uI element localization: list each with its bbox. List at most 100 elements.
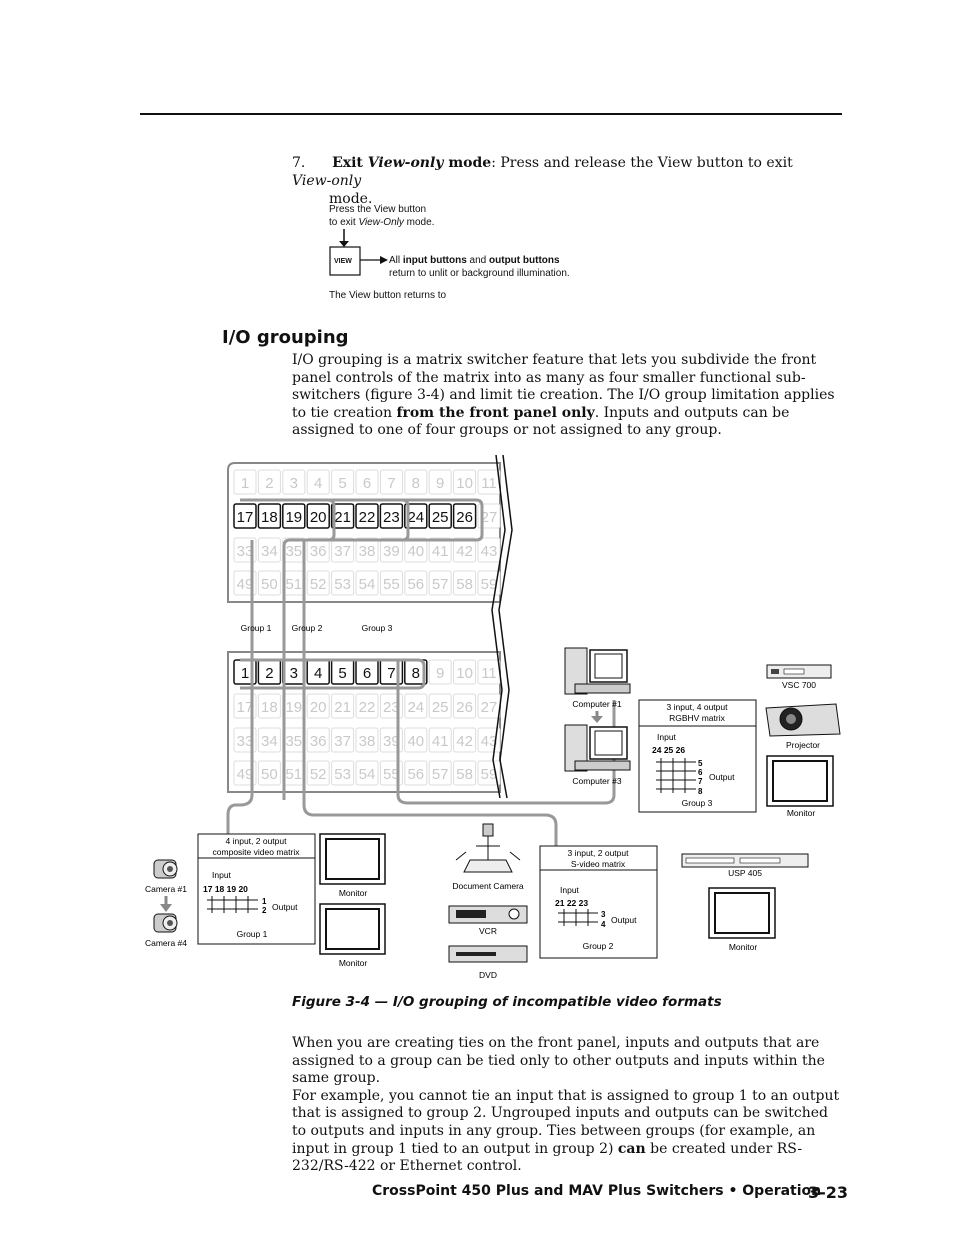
input-button-label: 17 <box>237 509 254 526</box>
input-button-18[interactable] <box>257 503 282 529</box>
output-button-label: 37 <box>334 733 351 750</box>
input-button-25[interactable] <box>428 503 452 529</box>
input-button-label: 18 <box>261 509 278 526</box>
output-button-37[interactable] <box>331 727 355 753</box>
output-button-22[interactable] <box>355 693 379 719</box>
output-button-56[interactable] <box>404 760 428 786</box>
input-button-label: 1 <box>241 475 249 492</box>
input-button-59[interactable] <box>477 570 501 596</box>
input-button-24[interactable] <box>404 503 428 529</box>
input-button-50[interactable] <box>257 570 281 596</box>
input-button-3[interactable] <box>282 469 306 495</box>
input-button-41[interactable] <box>428 537 452 563</box>
matrix-c-group: Group 3 <box>682 798 713 808</box>
output-button-38[interactable] <box>355 727 379 753</box>
matrix-a-input-label: Input <box>212 870 232 880</box>
step-number: 7 <box>292 155 301 171</box>
output-button-label: 55 <box>383 766 400 783</box>
all-c: and <box>466 255 490 266</box>
input-button-40[interactable] <box>404 537 428 563</box>
step-text-b: mode. <box>329 191 373 207</box>
p2-s2-c: be created under RS-232/RS-422 or Ethern… <box>292 1140 803 1175</box>
output-button-label: 35 <box>285 733 302 750</box>
output-button-label: 2 <box>265 665 273 682</box>
output-button-40[interactable] <box>404 727 428 753</box>
usp-405-icon <box>681 853 809 868</box>
output-button-58[interactable] <box>453 760 477 786</box>
input-button-20[interactable] <box>306 503 330 529</box>
input-button-54[interactable] <box>355 570 379 596</box>
matrix-c-out-2: 6 <box>698 768 703 777</box>
output-button-54[interactable] <box>355 760 379 786</box>
output-button-18[interactable] <box>257 693 281 719</box>
input-button-26[interactable] <box>452 503 477 529</box>
input-button-21[interactable] <box>330 503 355 529</box>
output-button-25[interactable] <box>428 693 452 719</box>
input-button-17[interactable] <box>233 503 257 529</box>
input-button-label: 19 <box>285 509 302 526</box>
usp-405-label: USP 405 <box>728 868 762 878</box>
output-button-24[interactable] <box>404 693 428 719</box>
input-button-38[interactable] <box>355 537 379 563</box>
input-button-10[interactable] <box>453 469 477 495</box>
input-button-42[interactable] <box>453 537 477 563</box>
output-button-20[interactable] <box>306 693 330 719</box>
output-button-36[interactable] <box>306 727 330 753</box>
input-button-23[interactable] <box>379 503 404 529</box>
tie-paragraph: When you are creating ties on the front … <box>292 1035 844 1176</box>
input-button-5[interactable] <box>331 469 355 495</box>
output-button-41[interactable] <box>428 727 452 753</box>
matrix-c-input-nums: 24 25 26 <box>652 745 685 755</box>
input-button-39[interactable] <box>379 537 403 563</box>
output-button-label: 57 <box>432 766 449 783</box>
p1-b: from the front panel only <box>396 404 595 421</box>
input-button-53[interactable] <box>331 570 355 596</box>
output-button-53[interactable] <box>331 760 355 786</box>
camera-4-label: Camera #4 <box>145 938 187 948</box>
input-button-56[interactable] <box>404 570 428 596</box>
view-button[interactable]: VIEW <box>334 258 352 265</box>
output-button-42[interactable] <box>453 727 477 753</box>
step-lead-2: mode <box>443 155 492 171</box>
input-button-58[interactable] <box>453 570 477 596</box>
input-button-22[interactable] <box>355 503 379 529</box>
output-button-21[interactable] <box>331 693 355 719</box>
output-button-label: 36 <box>310 733 327 750</box>
input-button-52[interactable] <box>306 570 330 596</box>
output-button-10[interactable] <box>453 659 477 685</box>
output-button-57[interactable] <box>428 760 452 786</box>
input-button-19[interactable] <box>282 503 306 529</box>
dvd-icon <box>448 945 528 963</box>
matrix-c-out-1: 5 <box>698 759 703 768</box>
input-button-34[interactable] <box>257 537 281 563</box>
input-button-2[interactable] <box>257 469 281 495</box>
input-button-43[interactable] <box>477 537 501 563</box>
input-button-6[interactable] <box>355 469 379 495</box>
matrix-b-output-label: Output <box>611 915 637 925</box>
matrix-b-group: Group 2 <box>583 941 614 951</box>
output-button-52[interactable] <box>306 760 330 786</box>
input-button-8[interactable] <box>404 469 428 495</box>
all-b: input buttons <box>402 255 467 266</box>
output-button-label: 41 <box>432 733 449 750</box>
output-button-label: 34 <box>261 733 278 750</box>
matrix-a-out-2: 2 <box>262 906 267 915</box>
input-button-label: 23 <box>383 509 400 526</box>
output-button-9[interactable] <box>428 659 452 685</box>
input-button-55[interactable] <box>379 570 403 596</box>
output-button-label: 23 <box>383 699 400 716</box>
input-button-36[interactable] <box>306 537 330 563</box>
input-button-4[interactable] <box>306 469 330 495</box>
output-button-label: 39 <box>383 733 400 750</box>
input-button-7[interactable] <box>379 469 403 495</box>
input-button-37[interactable] <box>331 537 355 563</box>
input-button-label: 22 <box>359 509 376 526</box>
output-button-50[interactable] <box>257 760 281 786</box>
input-button-11[interactable] <box>477 469 501 495</box>
output-button-26[interactable] <box>453 693 477 719</box>
input-button-1[interactable] <box>233 469 257 495</box>
output-button-34[interactable] <box>257 727 281 753</box>
input-button-9[interactable] <box>428 469 452 495</box>
input-button-57[interactable] <box>428 570 452 596</box>
output-button-label: 38 <box>359 733 376 750</box>
